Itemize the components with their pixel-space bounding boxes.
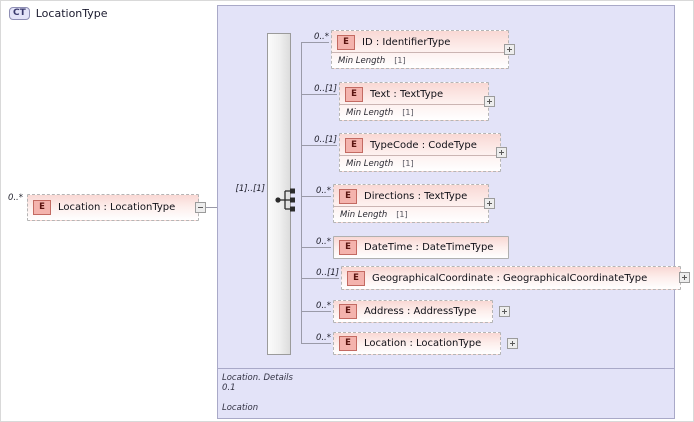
compositor-cardinality: [1]..[1] [235, 184, 265, 194]
element-node-text[interactable]: E Text : TextType Min Length [1] [339, 82, 489, 121]
complextype-header: CT LocationType [9, 7, 108, 20]
sequence-icon [275, 188, 295, 212]
element-label-address: Address : AddressType [364, 306, 477, 317]
complextype-title: LocationType [35, 7, 108, 20]
element-label-typecode: TypeCode : CodeType [370, 139, 477, 151]
connector-child-7 [301, 343, 331, 344]
element-facet-directions: Min Length [1] [334, 206, 488, 222]
child-cardinality-7: 0..* [315, 333, 331, 343]
connector-spine [301, 42, 302, 343]
facet-value: [1] [402, 159, 414, 168]
facet-value: [1] [396, 210, 408, 219]
child-cardinality-1: 0..[1] [314, 84, 337, 94]
sequence-bar [267, 33, 291, 355]
element-facet-text: Min Length [1] [340, 104, 488, 120]
connector-child-2 [301, 145, 337, 146]
element-label-id: ID : IdentifierType [362, 36, 451, 48]
element-badge-icon: E [339, 188, 357, 204]
element-badge-icon: E [345, 86, 363, 102]
element-node-id[interactable]: E ID : IdentifierType Min Length [1] [331, 30, 509, 69]
element-badge-icon: E [339, 240, 357, 255]
connector-child-5 [301, 278, 339, 279]
expand-button-location-child[interactable] [507, 338, 518, 349]
element-node-datetime[interactable]: E DateTime : DateTimeType [333, 236, 509, 259]
element-facet-typecode: Min Length [1] [340, 155, 500, 171]
connector-child-0 [301, 42, 329, 43]
element-badge-icon: E [345, 137, 363, 153]
expand-button-directions[interactable] [484, 198, 495, 209]
element-row-id: E ID : IdentifierType [332, 31, 508, 53]
facet-value: [1] [402, 108, 414, 117]
expand-button-typecode[interactable] [496, 147, 507, 158]
element-row-typecode: E TypeCode : CodeType [340, 134, 500, 156]
expand-button-geographicalcoordinate[interactable] [679, 272, 690, 283]
facet-name: Min Length [346, 158, 394, 169]
child-cardinality-2: 0..[1] [314, 135, 337, 145]
element-label-text: Text : TextType [370, 88, 444, 100]
element-node-directions[interactable]: E Directions : TextType Min Length [1] [333, 184, 489, 223]
expand-button-id[interactable] [504, 44, 515, 55]
facet-name: Min Length [338, 55, 386, 66]
element-facet-id: Min Length [1] [332, 52, 508, 68]
element-label-datetime: DateTime : DateTimeType [364, 242, 494, 253]
footer-separator [218, 368, 674, 369]
root-element-row: E Location : LocationType [28, 195, 198, 220]
element-row-geographicalcoordinate: E GeographicalCoordinate : GeographicalC… [342, 267, 680, 289]
element-node-address[interactable]: E Address : AddressType [333, 300, 493, 323]
connector-root-to-complextype [206, 207, 217, 208]
child-cardinality-3: 0..* [315, 186, 331, 196]
element-badge-icon: E [337, 34, 355, 50]
element-row-directions: E Directions : TextType [334, 185, 488, 207]
element-row-location-child: E Location : LocationType [334, 333, 500, 354]
expand-button-address[interactable] [499, 306, 510, 317]
facet-value: [1] [394, 56, 406, 65]
root-collapse-button[interactable] [195, 202, 206, 213]
child-cardinality-4: 0..* [315, 237, 331, 247]
connector-child-1 [301, 94, 337, 95]
element-row-text: E Text : TextType [340, 83, 488, 105]
facet-name: Min Length [340, 209, 388, 220]
connector-child-3 [301, 196, 331, 197]
complextype-footer-annotation: Location. Details 0.1 Location [222, 373, 293, 413]
element-row-address: E Address : AddressType [334, 301, 492, 322]
child-cardinality-5: 0..[1] [316, 268, 339, 278]
element-badge-icon: E [347, 270, 365, 286]
root-element-location[interactable]: E Location : LocationType [27, 194, 199, 221]
element-node-location-child[interactable]: E Location : LocationType [333, 332, 501, 355]
complextype-badge-icon: CT [9, 7, 30, 20]
expand-button-text[interactable] [484, 96, 495, 107]
root-cardinality: 0..* [7, 193, 23, 203]
facet-name: Min Length [346, 107, 394, 118]
child-cardinality-6: 0..* [315, 301, 331, 311]
connector-child-4 [301, 247, 331, 248]
element-badge-icon: E [33, 200, 51, 215]
element-label-geographicalcoordinate: GeographicalCoordinate : GeographicalCoo… [372, 272, 648, 284]
element-row-datetime: E DateTime : DateTimeType [334, 237, 508, 258]
connector-child-6 [301, 311, 331, 312]
element-node-geographicalcoordinate[interactable]: E GeographicalCoordinate : GeographicalC… [341, 266, 681, 290]
element-badge-icon: E [339, 304, 357, 319]
child-cardinality-0: 0..* [313, 32, 329, 42]
element-label-directions: Directions : TextType [364, 190, 468, 202]
element-badge-icon: E [339, 336, 357, 351]
root-element-label: Location : LocationType [58, 202, 176, 213]
element-label-location-child: Location : LocationType [364, 338, 482, 349]
element-node-typecode[interactable]: E TypeCode : CodeType Min Length [1] [339, 133, 501, 172]
